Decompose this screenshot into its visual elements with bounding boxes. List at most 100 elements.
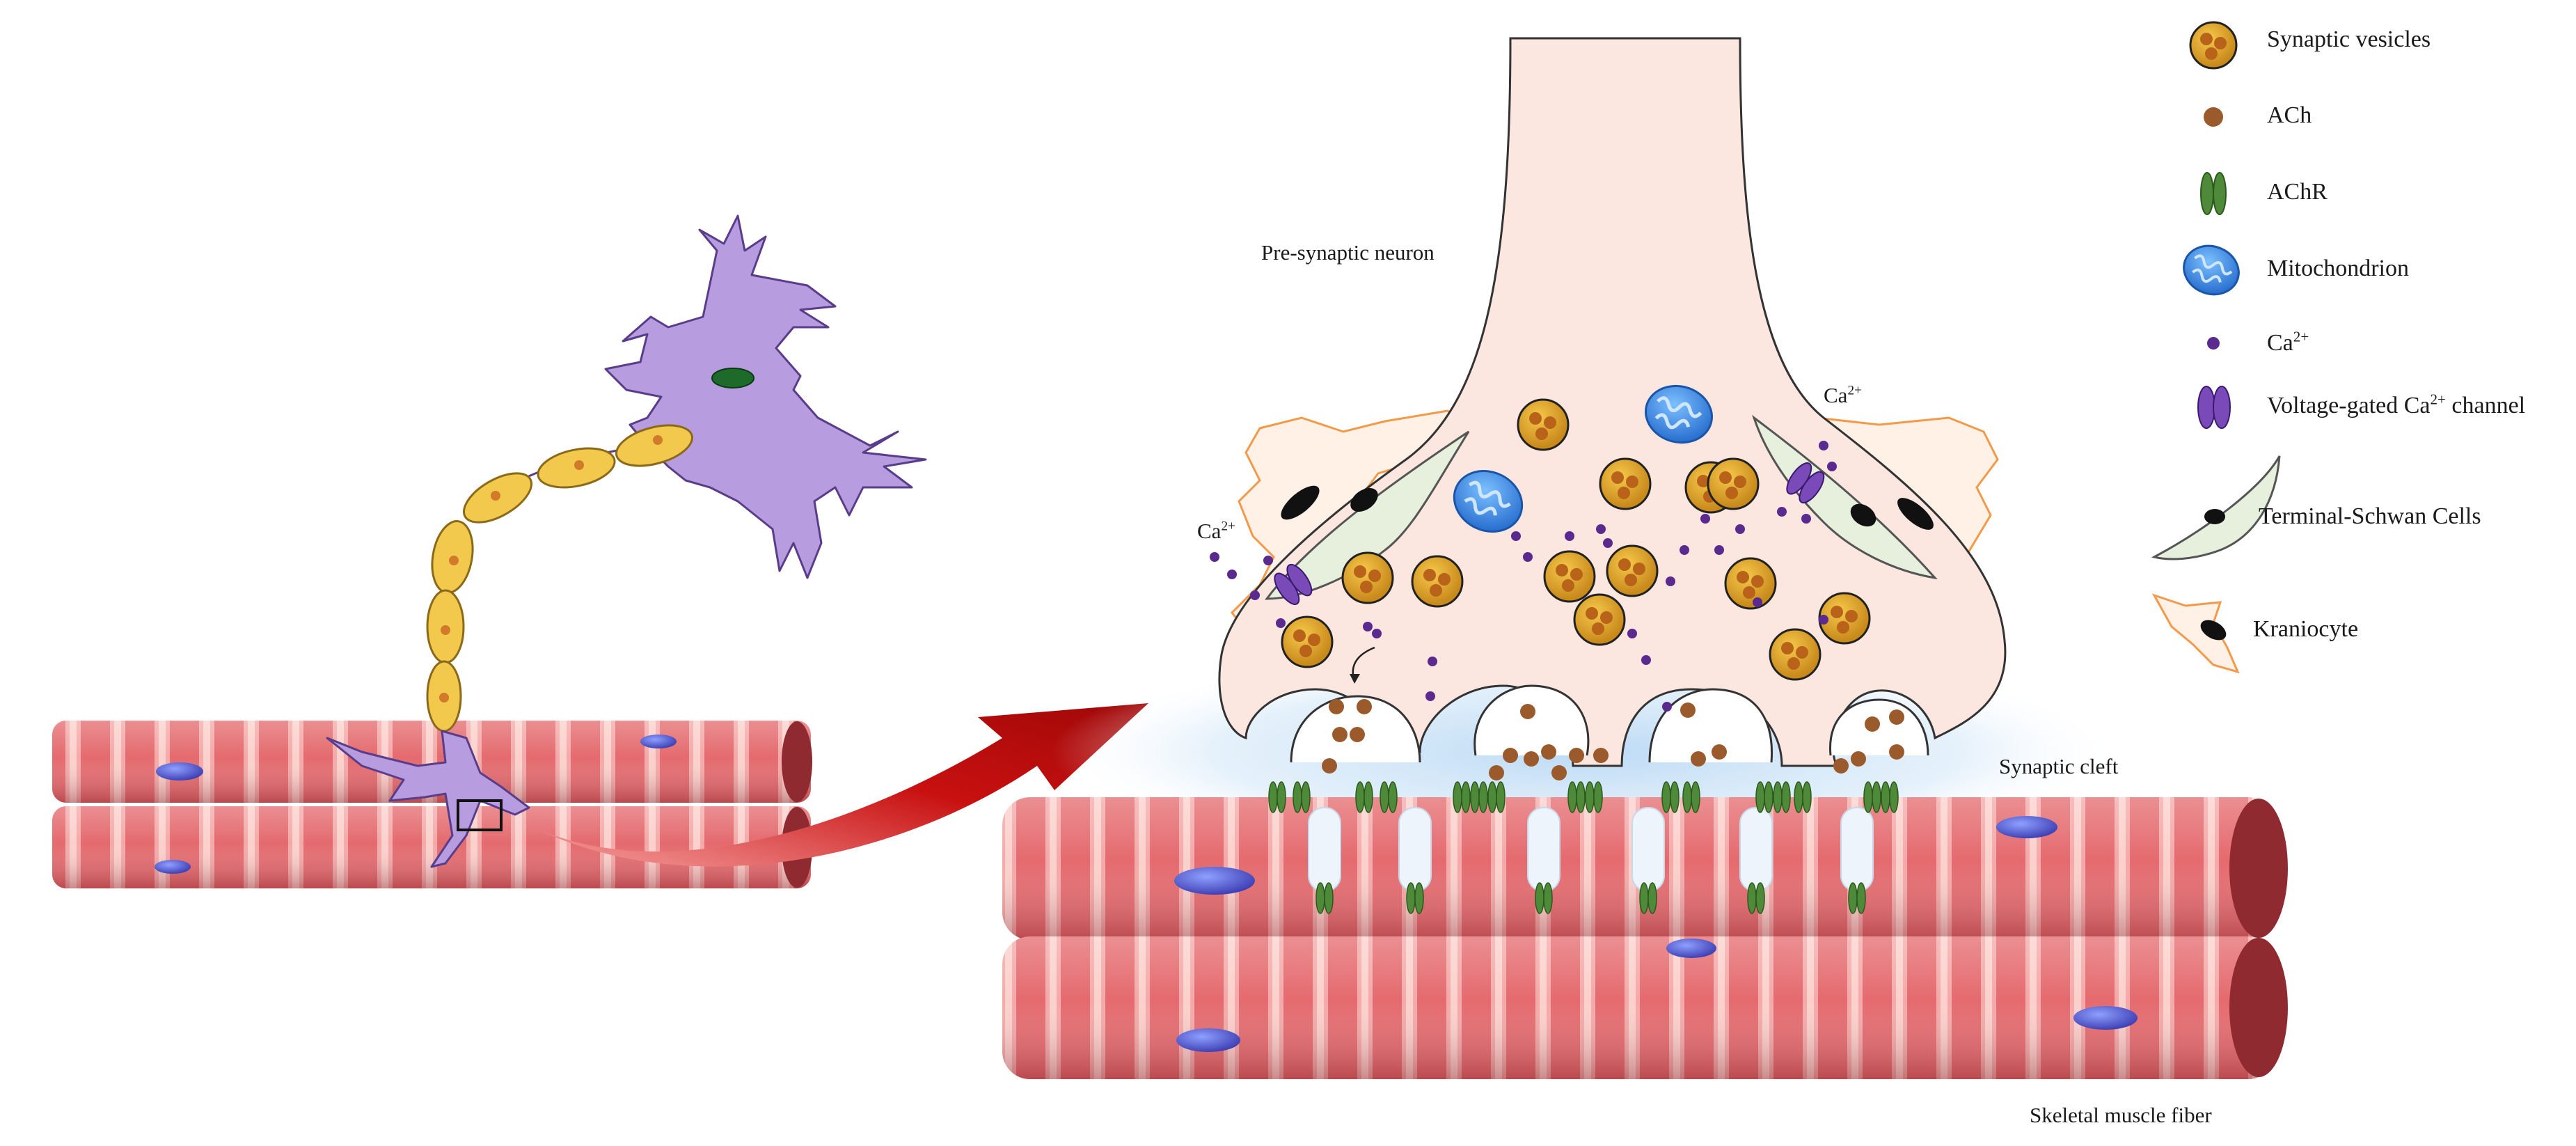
calcium-ion — [1603, 538, 1613, 548]
calcium-ion — [1428, 657, 1437, 666]
ach-molecule — [1551, 765, 1567, 780]
terminal-schwann-cell-icon — [2151, 455, 2281, 560]
calcium-ion — [1263, 556, 1273, 565]
voltage-gated-channels — [1274, 462, 1825, 605]
calcium-ion — [1627, 629, 1637, 638]
ach-molecule — [1350, 727, 1365, 742]
ach-receptor — [1881, 781, 1899, 813]
ach-molecule — [1541, 744, 1556, 760]
synaptic-vesicle — [1707, 457, 1760, 510]
ach-molecule — [1332, 727, 1348, 742]
ach-receptor — [1755, 781, 1773, 813]
calcium-ion — [1363, 622, 1373, 631]
skeletal-muscle-fiber-label: Skeletal muscle fiber — [2030, 1103, 2212, 1127]
synaptic-vesicle — [1281, 615, 1334, 668]
synaptic-vesicle — [1599, 457, 1652, 510]
calcium-ion — [1680, 545, 1689, 555]
ach-receptors — [1268, 781, 1899, 914]
calcium-ion — [1511, 531, 1521, 541]
pre-synaptic-neuron-label: Pre-synaptic neuron — [1261, 240, 1435, 265]
calcium-ion — [1700, 514, 1710, 524]
calcium-ion — [1801, 514, 1811, 524]
achr-icon — [2200, 172, 2227, 215]
ach-molecule — [1833, 758, 1849, 774]
voltage-gated-channel-icon — [2197, 386, 2231, 429]
neuron-nucleus — [711, 368, 754, 388]
ach-receptor — [1453, 781, 1471, 813]
ach-receptor — [1794, 781, 1812, 813]
calcium-ion — [1641, 655, 1651, 665]
synaptic-vesicle — [1573, 593, 1626, 646]
legend-synaptic-vesicles: Synaptic vesicles — [2267, 26, 2431, 52]
synaptic-vesicle — [1724, 557, 1777, 610]
synaptic-cleft-label: Synaptic cleft — [1999, 754, 2119, 778]
calcium-ion — [1425, 691, 1435, 701]
ach-molecule — [1357, 699, 1372, 714]
junctional-folds — [1308, 807, 1874, 892]
ach-molecule — [1680, 702, 1696, 718]
synaptic-vesicle-icon — [2189, 21, 2238, 70]
ach-molecule — [1889, 709, 1904, 725]
ach-molecule — [1712, 744, 1727, 760]
ach-receptor — [1406, 882, 1424, 914]
calcium-ion — [1714, 545, 1724, 555]
ach-receptor — [1487, 781, 1506, 813]
ach-receptor — [1773, 781, 1791, 813]
calcium-ion — [1596, 524, 1606, 534]
calcium-ion — [1210, 552, 1219, 562]
ach-receptor — [1848, 882, 1866, 914]
ach-molecule — [1593, 748, 1609, 763]
ach-receptor — [1567, 781, 1586, 813]
ach-molecules — [1322, 699, 1904, 780]
calcium-ion — [1227, 570, 1237, 579]
ach-receptor — [1639, 882, 1657, 914]
synaptic-vesicle — [1411, 555, 1464, 608]
legend-ach: ACh — [2267, 102, 2312, 128]
ach-molecule — [1691, 751, 1706, 767]
calcium-label-right: Ca2+ — [1824, 383, 1862, 407]
ach-molecule — [1524, 751, 1539, 767]
calcium-ion — [1372, 629, 1382, 638]
ach-molecule — [1503, 748, 1518, 763]
kraniocyte-icon — [2151, 593, 2240, 674]
ach-molecule — [1865, 716, 1880, 732]
synaptic-vesicle — [1517, 398, 1570, 451]
ach-molecule — [1520, 704, 1535, 719]
ach-molecule — [1889, 744, 1904, 760]
calcium-ions — [1210, 441, 1837, 712]
ach-molecule — [1322, 758, 1337, 774]
ach-molecule — [1851, 751, 1866, 767]
mitochondrion-icon — [2183, 244, 2240, 296]
legend-achr: AChR — [2267, 179, 2328, 205]
presynaptic-terminal — [1218, 37, 2007, 767]
synaptic-vesicle — [1769, 628, 1822, 681]
ach-receptor — [1682, 781, 1700, 813]
mitochondria-presynaptic — [1453, 384, 1714, 533]
calcium-ion — [1735, 524, 1745, 534]
left-muscle-fibers — [52, 721, 812, 888]
calcium-ion — [1827, 462, 1837, 471]
synaptic-vesicle — [1543, 550, 1596, 603]
zoom-arrow — [536, 703, 1148, 867]
legend-icons — [2151, 21, 2281, 674]
calcium-ion — [1250, 590, 1260, 600]
ach-receptor — [1380, 781, 1398, 813]
calcium-ion — [1276, 618, 1286, 628]
ach-receptor — [1293, 781, 1311, 813]
calcium-icon — [2207, 337, 2220, 350]
ach-icon — [2204, 107, 2223, 127]
calcium-ion — [1565, 531, 1574, 541]
calcium-ion — [1753, 597, 1762, 607]
ach-receptor — [1268, 781, 1286, 813]
ach-receptor — [1470, 781, 1488, 813]
terminal-schwann-cells — [1264, 414, 1938, 600]
legend-kraniocyte: Kraniocyte — [2253, 616, 2359, 642]
ach-receptor — [1863, 781, 1881, 813]
calcium-ion — [1777, 507, 1787, 517]
legend-terminal-schwann-cells: Terminal-Schwan Cells — [2259, 503, 2481, 529]
ach-receptor — [1355, 781, 1373, 813]
synaptic-vesicle — [1606, 544, 1659, 597]
calcium-label-left: Ca2+ — [1197, 519, 1235, 543]
ach-receptor — [1661, 781, 1680, 813]
